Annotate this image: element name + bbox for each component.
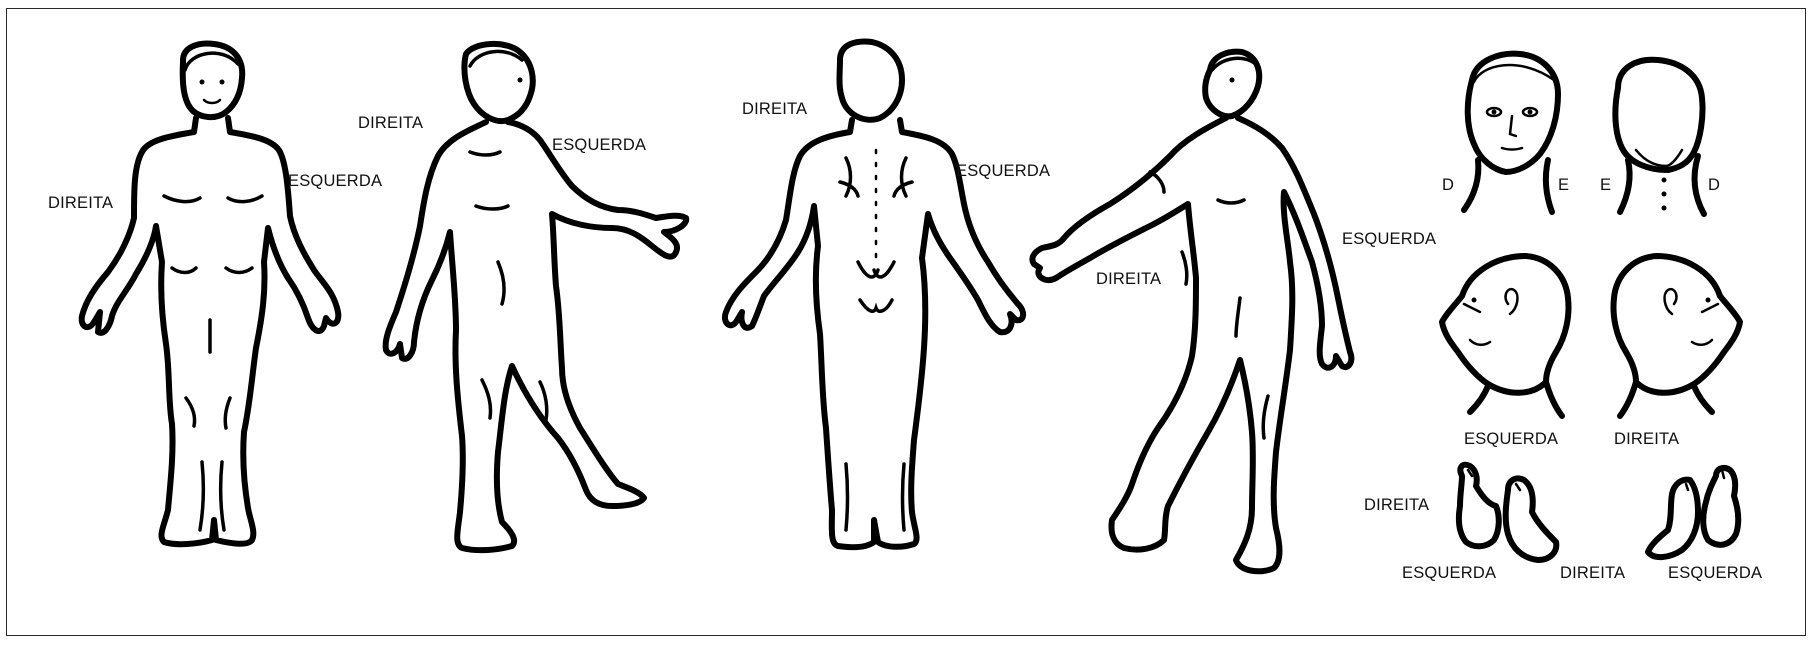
head-front-figure [1464, 54, 1558, 212]
front-view-right-label: DIREITA [48, 194, 113, 213]
front-view-left-label: ESQUERDA [288, 172, 382, 191]
head-profile-right-figure [1614, 256, 1741, 416]
back-view-left-label: ESQUERDA [956, 162, 1050, 181]
head-back-figure [1615, 60, 1704, 214]
left-side-view-right-label: DIREITA [358, 114, 423, 133]
head-profile-left-label: ESQUERDA [1464, 430, 1558, 449]
head-profile-left-figure [1442, 256, 1569, 416]
foot-right-pair-a [1648, 480, 1698, 557]
foot-right-pair-b [1703, 468, 1738, 545]
foot-left-pair-b [1506, 478, 1557, 560]
head-back-right-label: D [1708, 176, 1720, 195]
head-front-right-label: D [1442, 176, 1454, 195]
right-side-view-figure [1032, 52, 1351, 572]
back-view-body [725, 120, 1023, 547]
foot-left-pair-a [1459, 465, 1499, 547]
left-side-view-figure [386, 44, 687, 550]
left-side-view-head [464, 44, 532, 121]
head-back-outline [1615, 60, 1702, 170]
right-side-view-right-label: DIREITA [1096, 270, 1161, 289]
back-view-head [840, 42, 903, 120]
feet-left-pair-right-label: DIREITA [1364, 496, 1429, 515]
front-view-figure [82, 44, 339, 545]
feet-left-pair-left-label: ESQUERDA [1402, 564, 1496, 583]
feet-pair-left-figure [1459, 465, 1556, 560]
head-front-outline [1468, 54, 1558, 172]
left-side-view-left-label: ESQUERDA [552, 136, 646, 155]
head-profile-right-label: DIREITA [1614, 430, 1679, 449]
head-profile-right-outline [1614, 256, 1741, 393]
head-back-left-label: E [1600, 176, 1611, 195]
feet-right-pair-left-label: ESQUERDA [1668, 564, 1762, 583]
right-side-view-left-label: ESQUERDA [1342, 230, 1436, 249]
right-side-view-body [1032, 118, 1351, 571]
head-profile-left-outline [1442, 256, 1569, 393]
left-side-view-body [386, 122, 687, 550]
back-view-right-label: DIREITA [742, 100, 807, 119]
head-front-left-label: E [1558, 176, 1569, 195]
feet-pair-right-figure [1648, 468, 1738, 557]
feet-right-pair-right-label: DIREITA [1560, 564, 1625, 583]
